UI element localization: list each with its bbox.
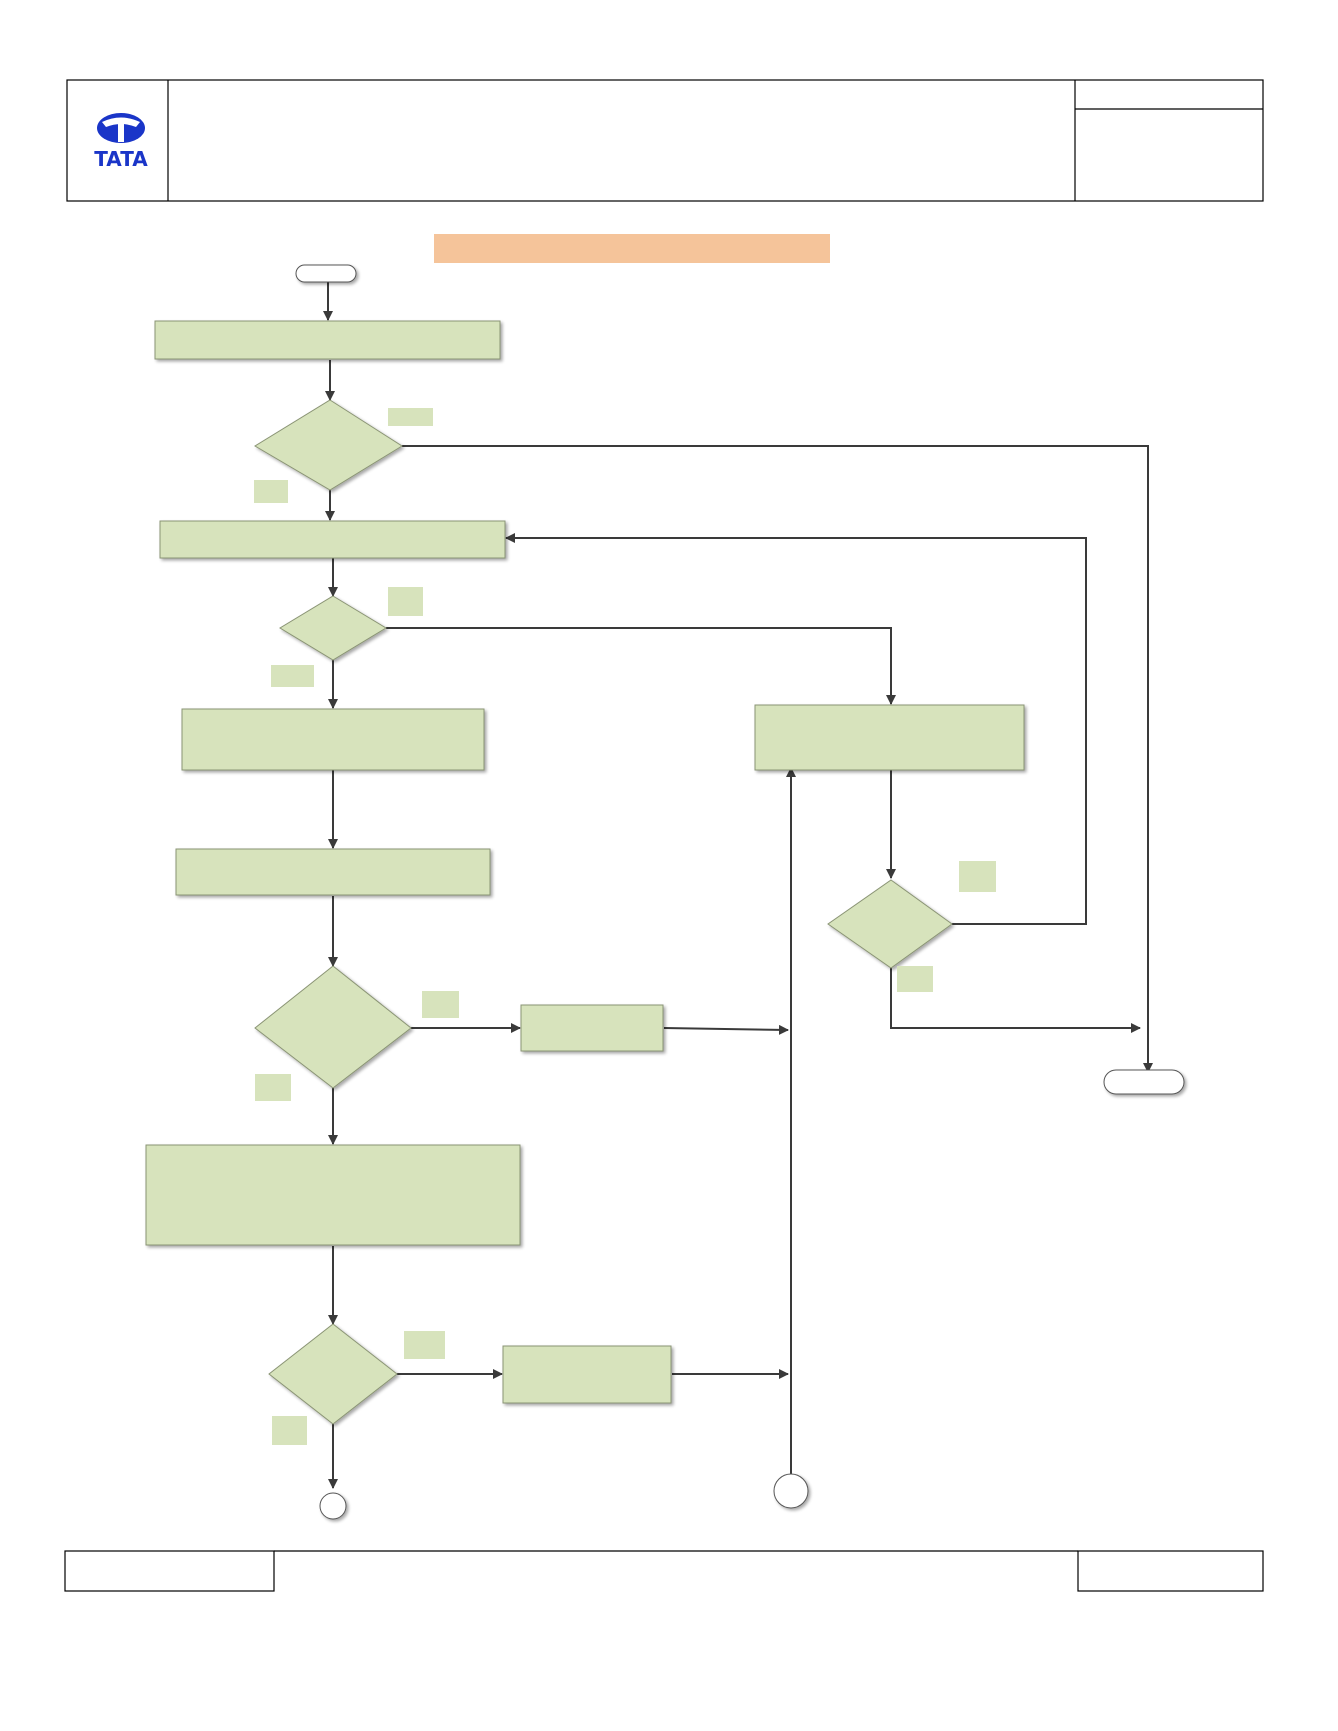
edge-label-d2-down	[271, 665, 314, 687]
document-footer	[64, 1550, 1264, 1592]
edge-labels	[254, 408, 996, 1445]
edge-d1-end	[402, 445, 1153, 1073]
edge-dr-end	[890, 968, 1141, 1033]
process-box-3	[181, 708, 485, 771]
footer-right-box	[1077, 1550, 1264, 1592]
tata-logo-stem	[118, 122, 124, 142]
edge-label-d1-right	[388, 408, 433, 426]
edge-label-d3-down	[255, 1074, 291, 1101]
edge-label-d4-down	[272, 1416, 307, 1445]
connector-circle-2	[773, 1473, 809, 1509]
flow-connectors	[323, 282, 1153, 1489]
process-box-6	[145, 1144, 521, 1246]
flow-nodes	[145, 264, 1185, 1520]
footer-left-box	[64, 1550, 275, 1592]
document-header: TATA	[66, 79, 1264, 202]
process-box-7	[502, 1345, 672, 1404]
end-terminator	[1103, 1069, 1185, 1095]
process-box-4	[175, 848, 491, 896]
edge-label-d1-down	[254, 480, 288, 503]
decision-diamond-right	[827, 879, 953, 969]
process-box-2	[159, 520, 506, 559]
edge-label-d3-right	[422, 991, 459, 1018]
tata-logo-wordmark: TATA	[94, 147, 148, 171]
edge-p5-return	[663, 1024, 789, 1035]
process-box-1	[154, 320, 501, 360]
decision-diamond-4	[268, 1323, 398, 1425]
start-terminator	[295, 264, 357, 283]
connector-circle-1	[319, 1492, 347, 1520]
edge-label-d4-right	[404, 1331, 445, 1359]
tata-logo: TATA	[94, 113, 148, 171]
decision-diamond-3	[254, 965, 412, 1089]
header-frame	[66, 79, 1264, 202]
edge-label-dr-right	[959, 861, 996, 892]
diagram-title-bar	[434, 234, 830, 263]
edge-label-d2-right	[388, 587, 423, 616]
edge-dr-p2	[505, 533, 1087, 925]
decision-diamond-2	[279, 595, 387, 661]
process-box-right	[754, 704, 1025, 771]
process-box-5	[520, 1004, 664, 1052]
decision-diamond-1	[254, 399, 403, 491]
edge-label-dr-down	[897, 966, 933, 992]
edge-d2-pr	[386, 627, 896, 705]
